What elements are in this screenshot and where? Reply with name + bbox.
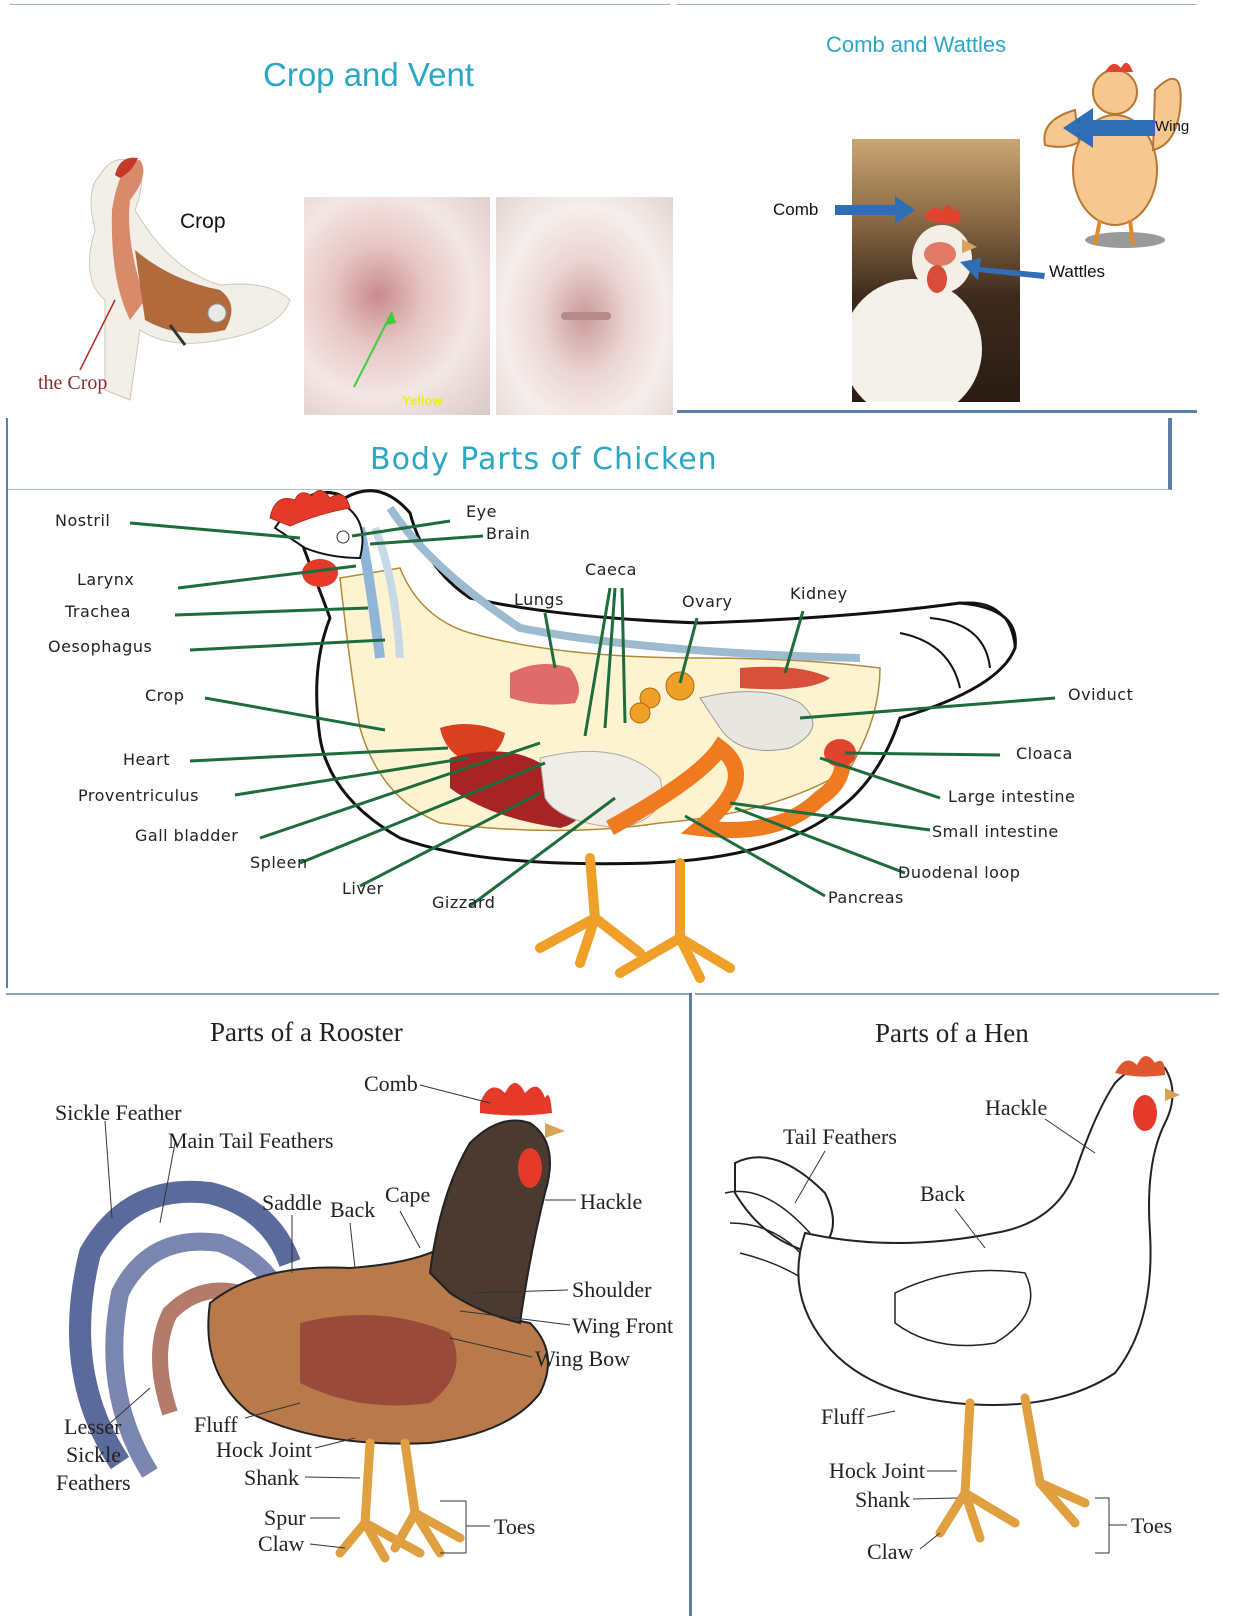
vent-slit (561, 312, 611, 320)
eye-shape (337, 531, 349, 543)
label-caeca: Caeca (585, 560, 637, 579)
chicken-anatomy-diagram (0, 418, 1257, 993)
rooster-spur-label: Spur (264, 1504, 306, 1532)
label-oviduct: Oviduct (1068, 685, 1133, 704)
rooster-wattle (518, 1148, 542, 1188)
rooster-main-tail-label: Main Tail Feathers (168, 1127, 333, 1155)
label-kidney: Kidney (790, 584, 848, 603)
label-oesophagus: Oesophagus (48, 637, 152, 656)
label-crop: Crop (145, 686, 184, 705)
comb-wattles-panel: Comb and Wattles Comb Wattles Wing (675, 0, 1257, 420)
hen-wattle (1133, 1095, 1157, 1131)
rooster-comb (480, 1083, 552, 1116)
rooster-wing (300, 1315, 457, 1406)
label-lungs: Lungs (514, 590, 564, 609)
label-spleen: Spleen (250, 853, 308, 872)
rooster-leg-right (395, 1443, 460, 1553)
hen-back-label: Back (920, 1180, 965, 1208)
hen-tail-feathers-label: Tail Feathers (783, 1123, 897, 1151)
wattles-arrow (960, 258, 1045, 280)
label-larynx: Larynx (77, 570, 134, 589)
rooster-fluff-label: Fluff (194, 1411, 238, 1439)
label-duodenal-loop: Duodenal loop (898, 863, 1020, 882)
hen-shank-label: Shank (855, 1486, 910, 1514)
the-crop-label: the Crop (38, 372, 107, 395)
label-small-intestine: Small intestine (932, 822, 1059, 841)
hen-fluff-label: Fluff (821, 1403, 865, 1431)
label-proventriculus: Proventriculus (78, 786, 199, 805)
rooster-saddle-label: Saddle (262, 1189, 322, 1217)
rooster-hock-joint-label: Hock Joint (216, 1436, 312, 1464)
rooster-shoulder-label: Shoulder (572, 1276, 651, 1304)
label-heart: Heart (123, 750, 170, 769)
yellow-arrow (304, 197, 490, 415)
label-eye: Eye (466, 502, 497, 521)
label-brain: Brain (486, 524, 530, 543)
label-gall-bladder: Gall bladder (135, 826, 238, 845)
ovary-shape (666, 672, 694, 700)
rooster-wing-bow-label: Wing Bow (535, 1345, 630, 1373)
rooster-beak (545, 1123, 565, 1138)
comb-wattles-arrows (675, 0, 1257, 420)
leg-left (540, 858, 640, 963)
body-parts-panel: Body Parts of Chicken (0, 418, 1257, 993)
rooster-panel: Parts of a Rooster (0, 993, 692, 1616)
wattles-label: Wattles (1049, 262, 1105, 282)
hen-toes-label: Toes (1131, 1512, 1172, 1540)
hen-illustration (695, 993, 1257, 1616)
hen-panel: Parts of a Hen Hackle Tail Feathers Back… (695, 993, 1257, 1616)
rooster-claw-label: Claw (258, 1530, 304, 1558)
hen-claw-label: Claw (867, 1538, 913, 1566)
rooster-cape-label: Cape (385, 1181, 430, 1209)
wing-label: Wing (1155, 118, 1189, 135)
rooster-toes-label: Toes (494, 1513, 535, 1541)
hen-comb (1115, 1056, 1165, 1077)
vent-photo-yellow: Yellow (304, 197, 490, 415)
crop-vent-panel: Crop and Vent Crop the Crop Yellow (0, 0, 675, 420)
rooster-wing-front-label: Wing Front (572, 1312, 673, 1340)
comb-label: Comb (773, 200, 818, 220)
vent-photo-normal (496, 197, 673, 415)
label-nostril: Nostril (55, 511, 110, 530)
rooster-illustration (0, 993, 692, 1616)
rooster-lesser-label-1: Lesser (64, 1413, 121, 1441)
label-cloaca: Cloaca (1016, 744, 1073, 763)
label-liver: Liver (342, 879, 384, 898)
label-trachea: Trachea (65, 602, 131, 621)
rooster-sickle-feather-label: Sickle Feather (55, 1099, 181, 1127)
label-large-intestine: Large intestine (948, 787, 1075, 806)
chicken-model-illustration (20, 0, 320, 420)
rooster-comb-label: Comb (364, 1070, 418, 1098)
yellow-label: Yellow (402, 393, 442, 408)
hen-leg-right (1025, 1398, 1085, 1523)
label-pancreas: Pancreas (828, 888, 904, 907)
rooster-hackle-label: Hackle (580, 1188, 642, 1216)
hen-hackle-label: Hackle (985, 1094, 1047, 1122)
hen-hock-joint-label: Hock Joint (829, 1457, 925, 1485)
label-ovary: Ovary (682, 592, 732, 611)
rooster-shank-label: Shank (244, 1464, 299, 1492)
crop-label: Crop (180, 210, 226, 234)
comb-arrow (835, 196, 915, 224)
rooster-back-label: Back (330, 1196, 375, 1224)
leg-right (620, 863, 730, 978)
rooster-lesser-label-3: Feathers (56, 1469, 131, 1497)
lungs-shape (510, 664, 579, 705)
wing-arrow (1063, 108, 1155, 148)
rooster-lesser-label-2: Sickle (66, 1441, 121, 1469)
label-gizzard: Gizzard (432, 893, 495, 912)
